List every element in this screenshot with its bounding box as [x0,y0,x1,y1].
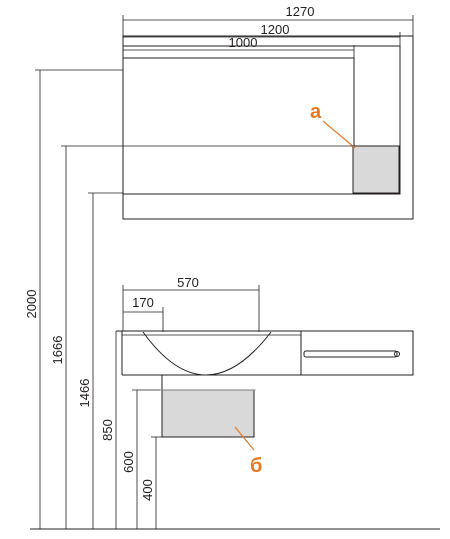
dim-label-570: 570 [177,275,199,290]
component-b-block [161,389,255,438]
callout-a-leader [322,120,356,149]
dim-label-1200: 1200 [261,22,290,37]
dim-label-1466: 1466 [77,379,92,408]
dim-label-1270: 1270 [286,4,315,19]
towel-rail [303,350,398,358]
top-inner-frame-1200 [123,45,401,195]
front-view: 570 170 б [116,275,414,477]
callout-a-label: а [310,101,322,123]
callout-b-label: б [250,455,262,477]
countertop-outline [116,330,414,376]
component-a-block [352,145,400,194]
callout-b-leader [234,426,255,451]
dim-label-600: 600 [121,451,136,473]
dim-label-170: 170 [132,295,154,310]
towel-rail-end [394,351,400,357]
dim-label-1000: 1000 [229,35,258,50]
height-dimensions: 2000 1666 1466 850 600 400 [24,69,440,530]
basin-bowl [142,331,272,376]
dim-label-400: 400 [140,479,155,501]
dim-label-2000: 2000 [24,290,39,319]
top-outer-frame [122,35,414,220]
top-view: 1270 1200 1000 а [122,4,414,220]
dim-label-1666: 1666 [50,336,65,365]
dim-label-850: 850 [100,419,115,441]
